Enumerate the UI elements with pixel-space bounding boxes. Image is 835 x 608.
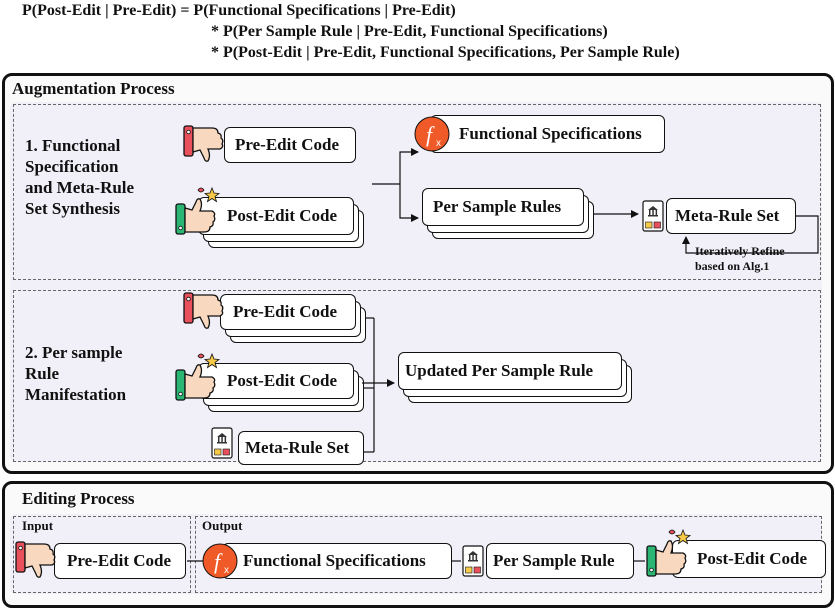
- step2-updated-rule-box: Updated Per Sample Rule: [398, 352, 622, 390]
- editing-post-edit-label: Post-Edit Code: [697, 549, 808, 568]
- step1-per-sample-rules-box: Per Sample Rules: [422, 188, 584, 226]
- step1-meta-rule-set-box: Meta-Rule Set: [666, 198, 796, 234]
- step2-post-edit-box: Post-Edit Code: [198, 363, 354, 399]
- output-label: Output: [202, 518, 243, 533]
- editing-pre-edit-box: Pre-Edit Code: [54, 543, 186, 579]
- refine-line-2: based on Alg.1: [695, 259, 770, 273]
- step1-post-edit-box: Post-Edit Code: [198, 197, 354, 235]
- editing-post-edit-box: Post-Edit Code: [672, 540, 826, 578]
- step1-label: 1. Functional Specification and Meta-Rul…: [25, 136, 135, 218]
- step2-region: [13, 290, 821, 462]
- editing-functional-specs-box: Functional Specifications: [222, 543, 452, 579]
- editing-functional-specs-label: Functional Specifications: [243, 551, 426, 570]
- step2-meta-rule-set-label: Meta-Rule Set: [245, 438, 350, 457]
- step1-meta-rule-set-label: Meta-Rule Set: [675, 206, 780, 225]
- step1-per-sample-rules-label: Per Sample Rules: [433, 197, 562, 216]
- editing-per-sample-rule-box: Per Sample Rule: [486, 543, 634, 579]
- input-label: Input: [22, 518, 54, 533]
- step1-pre-edit-box: Pre-Edit Code: [224, 127, 356, 163]
- step1-pre-edit-label: Pre-Edit Code: [235, 135, 340, 154]
- editing-pre-edit-label: Pre-Edit Code: [67, 551, 172, 570]
- step2-updated-rule-label: Updated Per Sample Rule: [405, 361, 594, 380]
- step2-pre-edit-label: Pre-Edit Code: [233, 302, 338, 321]
- refine-line-1: Iteratively Refine: [695, 244, 785, 258]
- step2-meta-rule-set-box: Meta-Rule Set: [238, 431, 364, 465]
- step1-functional-specs-box: Functional Specifications: [430, 115, 665, 153]
- step2-pre-edit-box: Pre-Edit Code: [220, 294, 356, 330]
- step2-label: 2. Per sample Rule Manifestation: [25, 343, 127, 404]
- step1-functional-specs-label: Functional Specifications: [459, 124, 642, 143]
- editing-per-sample-rule-label: Per Sample Rule: [493, 551, 615, 570]
- step1-region: [13, 104, 821, 280]
- formula-line-3: * P(Post-Edit | Pre-Edit, Functional Spe…: [211, 44, 680, 61]
- step1-post-edit-label: Post-Edit Code: [227, 206, 338, 225]
- formula-line-2: * P(Per Sample Rule | Pre-Edit, Function…: [211, 23, 608, 40]
- editing-title: Editing Process: [22, 489, 135, 508]
- step2-post-edit-label: Post-Edit Code: [227, 371, 338, 390]
- augmentation-title: Augmentation Process: [12, 79, 175, 98]
- formula-line-1: P(Post-Edit | Pre-Edit) = P(Functional S…: [22, 2, 456, 19]
- input-region: [13, 516, 191, 593]
